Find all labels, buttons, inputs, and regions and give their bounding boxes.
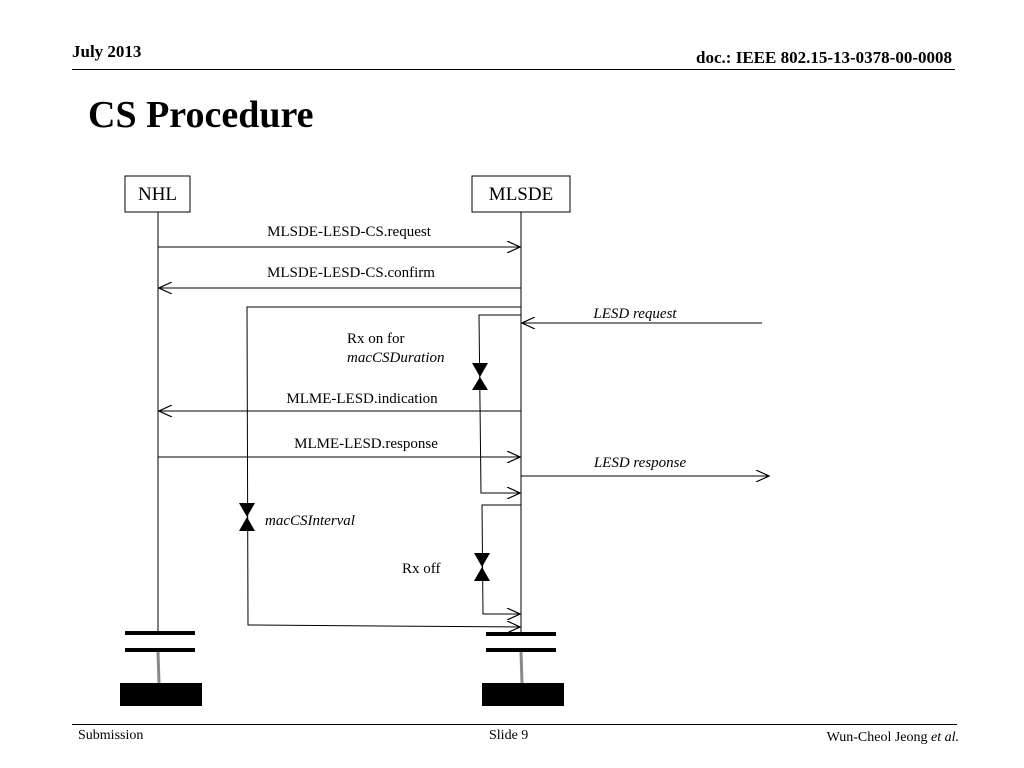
message-label-lesd-response: MLME-LESD.response	[294, 436, 438, 452]
message-label-lesd-request: LESD request	[592, 306, 677, 322]
interval-label: macCSInterval	[265, 513, 355, 529]
footer-divider	[72, 724, 957, 725]
rx-off-bracket	[481, 504, 521, 614]
footer-slide-number: Slide 9	[489, 728, 529, 743]
header-doc-id: doc.: IEEE 802.15-13-0378-00-0008	[696, 48, 952, 67]
mlsde-ground-symbol	[482, 632, 564, 706]
message-label-lesd-indication: MLME-LESD.indication	[286, 391, 438, 407]
entity-nhl: NHL	[124, 175, 191, 213]
rx-on-bracket	[478, 314, 521, 493]
rx-on-label-line2: macCSDuration	[347, 350, 445, 366]
entity-mlsde: MLSDE	[471, 175, 571, 213]
rx-off-timer-icon	[474, 553, 490, 581]
interval-timer-icon	[239, 503, 255, 531]
footer-author-suffix: et al.	[931, 730, 959, 745]
rx-off-label: Rx off	[402, 561, 440, 577]
nhl-ground-symbol	[120, 631, 202, 706]
entity-nhl-label: NHL	[138, 184, 177, 205]
rx-on-timer-icon	[472, 363, 488, 390]
interval-bracket	[246, 306, 521, 627]
header-date: July 2013	[72, 42, 142, 61]
rx-on-label-line1: Rx on for	[347, 331, 405, 347]
message-label-cs-request: MLSDE-LESD-CS.request	[267, 224, 432, 240]
slide-title: CS Procedure	[88, 94, 314, 136]
footer-submission: Submission	[78, 728, 144, 743]
footer-author: Wun-Cheol Jeong et al.	[827, 730, 959, 746]
entity-mlsde-label: MLSDE	[489, 184, 553, 205]
footer-author-name: Wun-Cheol Jeong	[826, 730, 931, 745]
message-label-cs-confirm: MLSDE-LESD-CS.confirm	[267, 265, 435, 281]
message-label-lesd-response-out: LESD response	[593, 455, 687, 471]
header-divider	[72, 69, 955, 70]
